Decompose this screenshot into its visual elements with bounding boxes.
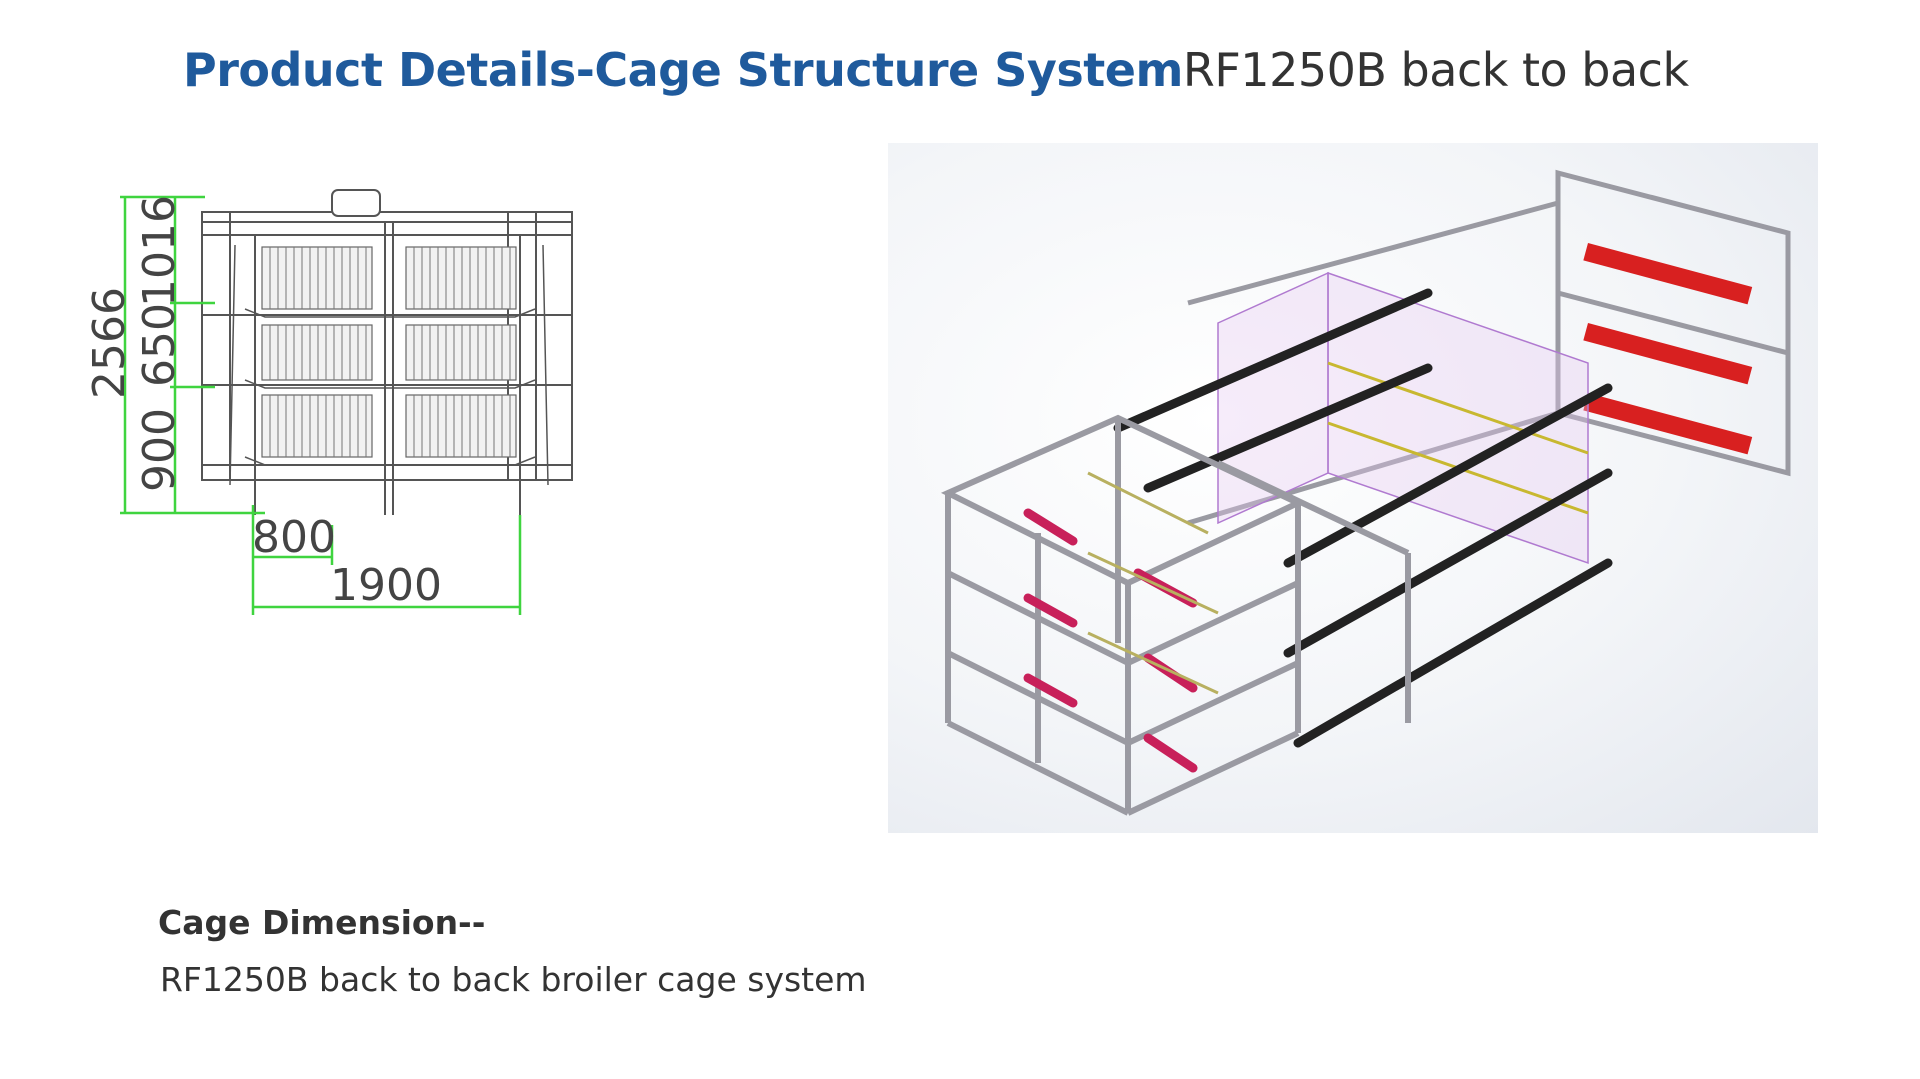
- title-model: RF1250B back to back: [1182, 43, 1689, 97]
- dim-tier-top: 1016: [134, 195, 185, 307]
- cage-3d-illustration: [940, 169, 1791, 816]
- dim-total-width: 1900: [330, 560, 442, 611]
- dim-total-height: 2566: [84, 287, 135, 399]
- caption-description: RF1250B back to back broiler cage system: [160, 960, 867, 999]
- motor-icon: [331, 189, 381, 217]
- red-auger-icon: [1023, 508, 1198, 773]
- cage-3d-render: [888, 143, 1818, 833]
- dim-tier-middle: 650: [134, 303, 185, 387]
- red-pipe-icon: [1583, 243, 1753, 455]
- dim-cage-width: 800: [252, 512, 336, 563]
- cage-front-elevation-drawing: 2566 1016 650 900 800 1900: [84, 189, 573, 615]
- title-main: Product Details-Cage Structure System: [183, 43, 1183, 97]
- page-title: Product Details-Cage Structure SystemRF1…: [183, 40, 1689, 100]
- dim-tier-bottom: 900: [134, 408, 185, 492]
- caption-heading: Cage Dimension--: [158, 903, 486, 942]
